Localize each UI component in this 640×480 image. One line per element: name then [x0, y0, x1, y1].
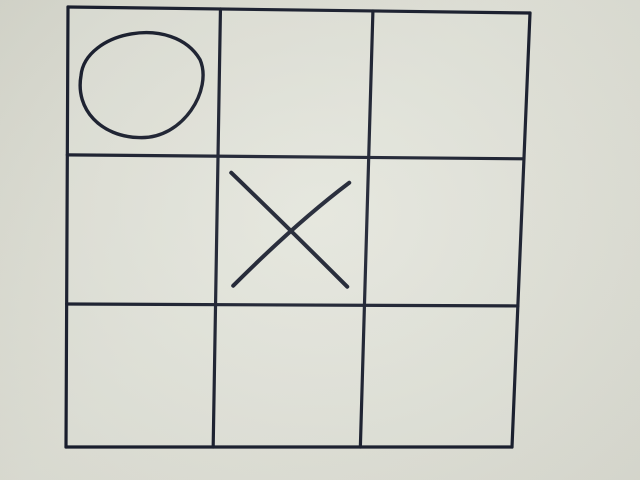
board-cells: [66, 7, 530, 447]
board-cell-r3-c1[interactable]: [66, 304, 216, 447]
cross-stroke-1: [229, 170, 350, 289]
board-grid-lines: [64, 5, 532, 449]
board-cell-r2-c1[interactable]: [66, 154, 219, 305]
board-cell-r2-c3[interactable]: [364, 157, 524, 306]
cross-mark-icon: [229, 170, 352, 289]
board-border-right: [510, 11, 532, 449]
circle-mark-icon: [78, 31, 205, 140]
board-cell-r1-c1[interactable]: [67, 7, 221, 157]
grid-line-horizontal-2: [65, 302, 520, 308]
grid-line-vertical-1: [211, 7, 223, 449]
board-cell-r3-c2[interactable]: [213, 304, 365, 447]
board-border-left: [64, 5, 70, 449]
board-border-top: [66, 5, 532, 15]
board-cell-r1-c3[interactable]: [368, 10, 530, 159]
board-cell-r1-c2[interactable]: [218, 8, 373, 158]
board-cell-r3-c3[interactable]: [360, 305, 518, 447]
grid-line-horizontal-1: [65, 153, 526, 161]
cross-stroke-2: [231, 180, 352, 288]
grid-line-vertical-2: [358, 9, 375, 449]
board-marks: [78, 31, 352, 289]
